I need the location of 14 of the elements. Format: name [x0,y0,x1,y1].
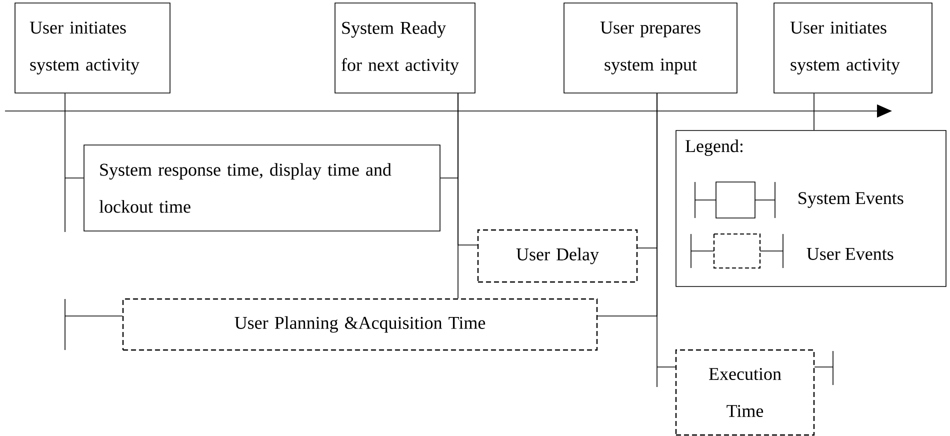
legend-text: System Events [798,192,904,208]
legend-text: User Events [806,248,894,260]
user-event-box: User Delay [477,229,638,283]
user-event-box: Execution Time [675,349,815,436]
connector-line [64,298,123,350]
event-box: System Ready for next activity [334,2,476,94]
system-event-box: System response time, display time and lockout time [84,144,440,232]
event-box: User initiates system activity [14,2,170,94]
event-box: User initiates system activity [774,2,932,94]
user-event-box: User Planning &Acquisition Time [122,298,598,351]
connector-line [656,93,676,388]
connector-line [64,93,84,232]
connector-line [814,350,834,386]
event-box: User prepares system input [564,2,738,94]
